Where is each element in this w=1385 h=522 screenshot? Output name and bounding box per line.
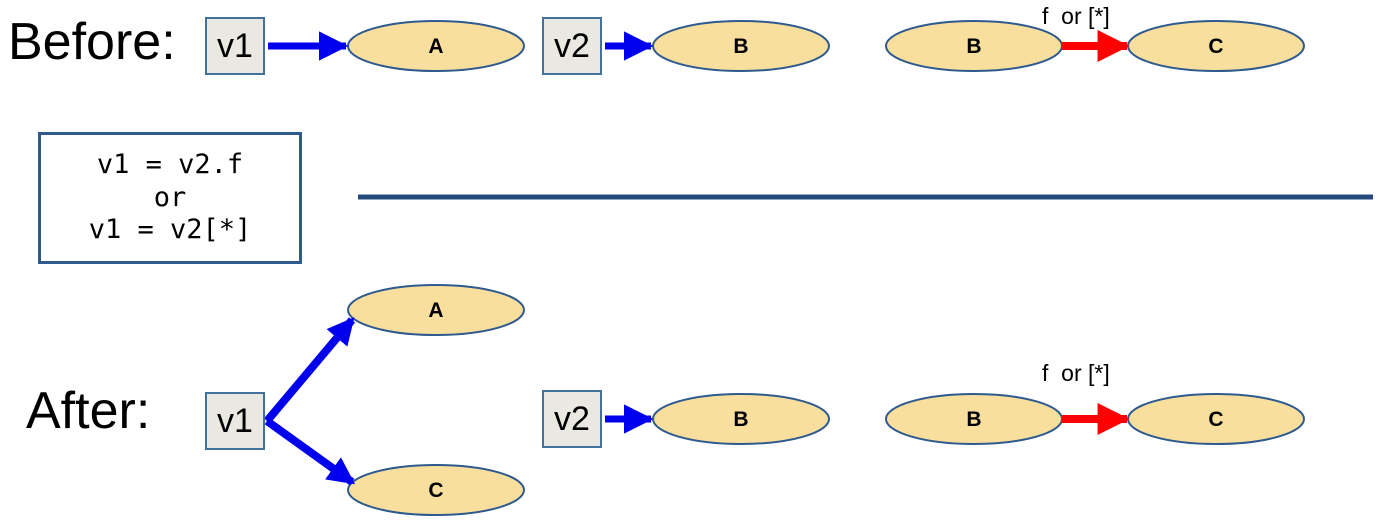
arrow-after-v1-to-c <box>264 417 356 486</box>
node-label-before-c: C <box>1208 35 1224 58</box>
code-line-2: or <box>153 181 187 213</box>
node-label-after-c-top: C <box>428 479 444 502</box>
var-box-before-v1[interactable]: v1 <box>205 17 265 75</box>
node-label-after-b2: B <box>966 408 982 431</box>
node-label-before-a: A <box>428 35 444 58</box>
node-label-after-a: A <box>428 299 444 322</box>
node-label-before-b: B <box>733 35 749 58</box>
node-ellipse-after-a <box>347 284 525 336</box>
var-box-before-v2[interactable]: v2 <box>542 17 602 75</box>
var-box-after-v2[interactable]: v2 <box>542 390 602 448</box>
node-label-before-b2: B <box>966 35 982 58</box>
code-line-3: v1 = v2[*] <box>88 214 252 246</box>
row-label-before: Before: <box>8 13 176 71</box>
row-label-after: After: <box>26 382 151 440</box>
code-line-1: v1 = v2.f <box>96 148 244 180</box>
var-box-after-v1[interactable]: v1 <box>205 392 265 450</box>
node-label-after-c: C <box>1208 408 1224 431</box>
node-ellipse-after-c-top <box>347 464 525 516</box>
arrow-after-v1-to-a <box>263 317 356 424</box>
node-label-after-b: B <box>733 408 749 431</box>
edge-label-before-b-to-c: f or [*] <box>1042 3 1110 29</box>
code-snippet-box: v1 = v2.f or v1 = v2[*] <box>38 132 302 264</box>
edge-label-after-b-to-c: f or [*] <box>1042 360 1110 386</box>
